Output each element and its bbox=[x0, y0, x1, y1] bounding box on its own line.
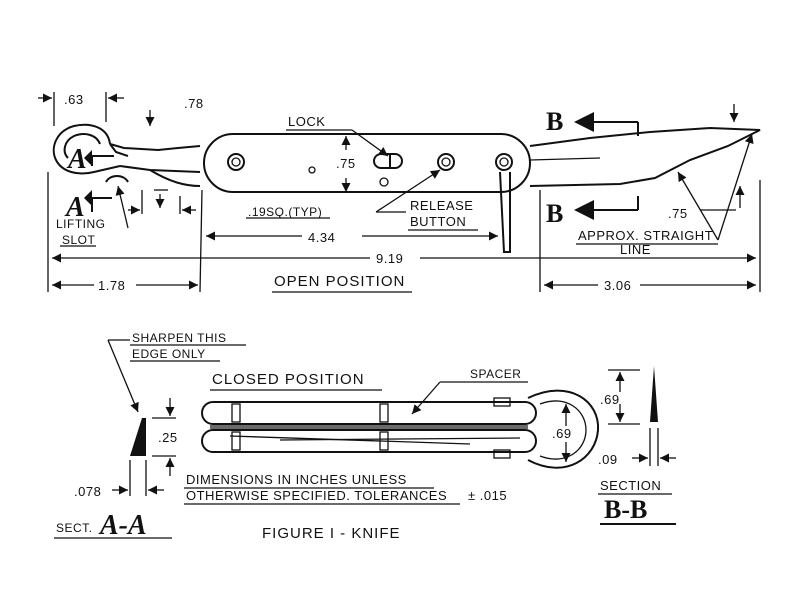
blade-tang-line bbox=[529, 157, 601, 161]
opener-hook bbox=[52, 123, 121, 175]
dim-blade-tip: 3.06 bbox=[604, 278, 631, 293]
lanyard-ring bbox=[527, 389, 600, 469]
sect-aa-letters: A-A bbox=[98, 510, 147, 541]
closed-position-view: CLOSED POSITION .69 SPACER DIMENSIONS IN… bbox=[184, 367, 600, 542]
note-tolerance: ± .015 bbox=[468, 488, 507, 503]
dim-hook-height: .78 bbox=[184, 96, 204, 111]
dim-bb-width: .09 bbox=[598, 452, 618, 467]
lock-slot bbox=[373, 153, 403, 169]
section-b-mark: B bbox=[546, 107, 563, 136]
dim-overall-length: 9.19 bbox=[376, 251, 403, 266]
sect-aa-prefix: SECT. bbox=[56, 521, 93, 535]
closed-handle-bottom bbox=[201, 429, 537, 453]
spacer-label: SPACER bbox=[470, 367, 521, 381]
lifting-label-line2: SLOT bbox=[62, 233, 96, 247]
rivet bbox=[437, 153, 455, 171]
sharpen-label-line1: SHARPEN THIS bbox=[132, 331, 226, 345]
dim-ring: .69 bbox=[552, 426, 572, 441]
section-b-mark-lower: B bbox=[546, 199, 563, 228]
dim-hook-width: .63 bbox=[64, 92, 84, 107]
section-a-mark: A bbox=[66, 144, 87, 175]
section-bb-label: SECTION bbox=[600, 478, 661, 493]
open-position-title: OPEN POSITION bbox=[274, 273, 405, 290]
approx-label-line1: APPROX. STRAIGHT bbox=[578, 228, 713, 243]
dim-blade-height: .75 bbox=[668, 206, 688, 221]
lock-label: LOCK bbox=[288, 114, 325, 129]
lanyard-pin bbox=[499, 171, 511, 253]
dim-aa-width: .078 bbox=[74, 484, 101, 499]
section-bb-view: .69 .09 SECTION B-B bbox=[598, 366, 676, 525]
open-position-view: A A B B .63 .78 LOCK bbox=[38, 92, 761, 293]
lifting-slot bbox=[105, 175, 129, 183]
section-a-mark-lower: A bbox=[64, 192, 85, 223]
section-aa-profile bbox=[130, 418, 146, 456]
section-bb-letters: B-B bbox=[604, 495, 647, 524]
rivet bbox=[227, 153, 245, 171]
sharpen-label-line2: EDGE ONLY bbox=[132, 347, 206, 361]
section-bb-profile bbox=[650, 366, 658, 422]
dim-handle-length: 4.34 bbox=[308, 230, 335, 245]
release-label-line1: RELEASE bbox=[410, 198, 473, 213]
dim-hook-offset: 1.78 bbox=[98, 278, 125, 293]
opener-hook-inner bbox=[63, 133, 101, 159]
release-label-line2: BUTTON bbox=[410, 214, 466, 229]
note-line1: DIMENSIONS IN INCHES UNLESS bbox=[186, 472, 407, 487]
dim-bb-height: .69 bbox=[600, 392, 620, 407]
closed-position-title: CLOSED POSITION bbox=[212, 371, 365, 388]
section-aa-view: SHARPEN THIS EDGE ONLY .25 .078 SECT. A-… bbox=[54, 331, 246, 541]
handle-body bbox=[203, 133, 531, 193]
note-line2: OTHERWISE SPECIFIED. TOLERANCES bbox=[186, 488, 447, 503]
lifting-label-line1: LIFTING bbox=[56, 217, 106, 231]
figure-caption: FIGURE I - KNIFE bbox=[262, 525, 401, 542]
rivet bbox=[495, 153, 513, 171]
dim-aa-height: .25 bbox=[158, 430, 178, 445]
dim-lock-height: .75 bbox=[336, 156, 356, 171]
approx-label-line2: LINE bbox=[620, 242, 651, 257]
dim-sq-typ: .19SQ.(TYP) bbox=[248, 205, 322, 219]
closed-handle-top bbox=[201, 401, 537, 425]
blade bbox=[529, 126, 761, 187]
